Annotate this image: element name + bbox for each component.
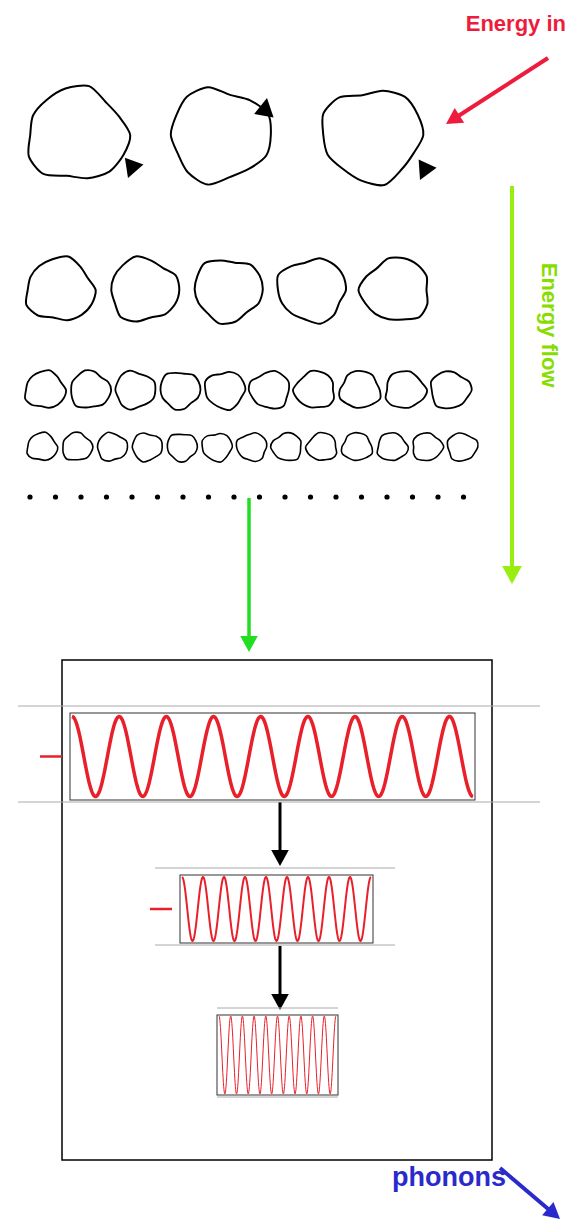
eddy-loop	[28, 86, 130, 179]
cascade-arrow-head	[240, 636, 258, 652]
eddy-loop	[71, 370, 111, 407]
eddy-loop	[358, 258, 427, 320]
eddy-dot	[155, 494, 160, 499]
eddy-dot	[384, 494, 389, 499]
eddy-loop	[447, 433, 477, 461]
plot-guide	[18, 802, 540, 803]
energy-flow-arrow	[510, 186, 514, 570]
eddy-loop	[339, 371, 380, 408]
eddy-loop	[249, 371, 289, 409]
eddy-loop	[205, 372, 246, 410]
eddy-dot	[308, 494, 313, 499]
eddy-loop	[63, 432, 93, 460]
eddy-loop	[431, 371, 472, 408]
eddy-dot	[282, 494, 287, 499]
plot-tick	[40, 755, 62, 758]
eddy-dot	[104, 494, 109, 499]
plot-guide	[155, 868, 395, 869]
eddy-loop	[167, 434, 197, 462]
cascade-arrow	[247, 498, 251, 639]
wave-arrow	[279, 946, 282, 997]
eddy-loop	[97, 432, 127, 461]
plot-guide	[18, 706, 540, 707]
eddy-loop	[25, 370, 66, 408]
input-label: Energy in	[466, 12, 566, 36]
phonon-arrow	[500, 1168, 550, 1211]
eddy-dot	[27, 494, 32, 499]
wave-arrow	[279, 802, 282, 853]
eddy-dot	[78, 494, 83, 499]
rotation-arrowhead	[419, 160, 437, 180]
eddy-loop	[111, 256, 179, 321]
kelvin-wave	[72, 717, 473, 797]
eddy-dot	[206, 494, 211, 499]
eddy-loop	[115, 371, 155, 410]
wave-arrow-head	[271, 850, 289, 866]
eddy-dot	[359, 494, 364, 499]
eddy-loop	[271, 433, 301, 461]
eddy-dot	[53, 494, 58, 499]
eddy-dot	[231, 494, 236, 499]
eddy-dot	[461, 494, 466, 499]
energy-in-arrow-head	[446, 108, 464, 124]
plot-guide	[217, 1008, 338, 1009]
eddy-dot	[435, 494, 440, 499]
energy-in-arrow	[457, 58, 548, 117]
phonon-arrow-head	[542, 1202, 560, 1219]
eddy-loop	[27, 432, 58, 460]
eddy-loop	[26, 256, 96, 320]
eddy-loop	[342, 433, 373, 461]
eddy-loop	[377, 433, 408, 460]
eddy-loop	[160, 373, 200, 410]
eddy-loop	[413, 433, 444, 460]
rotation-arrowhead	[125, 158, 144, 178]
output-label: phonons	[392, 1163, 506, 1193]
eddy-dot	[333, 494, 338, 499]
flow-label: Energy flow	[537, 263, 561, 388]
eddy-loop	[322, 91, 423, 186]
plot-frame	[180, 875, 373, 943]
plot-frame	[217, 1015, 338, 1095]
eddy-dot	[410, 494, 415, 499]
plot-frame	[70, 713, 475, 800]
kelvin-wave	[182, 877, 371, 941]
eddy-dot	[129, 494, 134, 499]
plot-guide	[217, 1097, 338, 1098]
eddy-dot	[180, 494, 185, 499]
eddy-loop	[171, 87, 271, 184]
eddy-loop	[293, 371, 334, 408]
eddy-loop	[386, 371, 428, 408]
plot-tick	[150, 908, 172, 911]
eddy-loop	[195, 260, 263, 323]
plot-guide	[155, 945, 395, 946]
eddy-dot	[257, 494, 262, 499]
eddy-loop	[306, 433, 337, 461]
eddy-loop	[202, 434, 232, 463]
eddy-loop	[132, 433, 162, 462]
eddy-loop	[236, 433, 266, 462]
energy-flow-arrow-head	[502, 566, 522, 584]
kelvin-wave-box	[62, 660, 492, 1160]
eddy-loop	[277, 258, 346, 323]
kelvin-wave	[219, 1016, 336, 1094]
rotation-arrowhead	[254, 98, 273, 117]
